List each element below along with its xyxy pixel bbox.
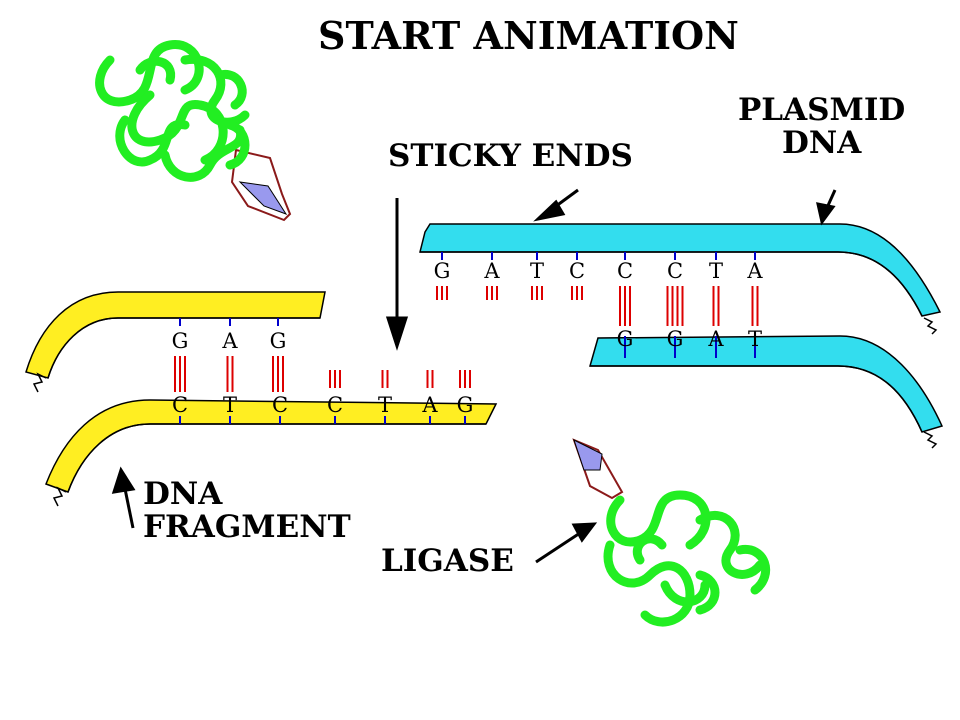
plasmid-top-base: G [434, 259, 451, 283]
start-animation-button[interactable]: START ANIMATION [318, 13, 739, 58]
plasmid-top-base: C [569, 259, 585, 283]
plasmid-label-line2: DNA [781, 124, 862, 161]
ligase-arrow [535, 531, 581, 564]
plasmid-top-base: A [483, 259, 500, 283]
fragment-bottom-base: T [378, 393, 392, 417]
annotation-arrows [111, 188, 837, 564]
hydrogen-bonds [174, 286, 759, 392]
plasmid-bottom-base: T [748, 327, 762, 351]
fragment-bottom-base: T [223, 393, 237, 417]
ligase-enzyme-icon [572, 438, 771, 627]
plasmid-bottom-base: A [707, 327, 724, 351]
plasmid-label-line1: PLASMID [738, 92, 906, 128]
sticky-ends-label: STICKY ENDS [388, 138, 633, 174]
plasmid-top-base: C [667, 259, 683, 283]
plasmid-top-base: C [617, 259, 633, 283]
fragment-bottom-base: C [327, 393, 343, 417]
plasmid-top-strand [419, 223, 942, 335]
plasmid-dna-label: PLASMID DNA [738, 94, 905, 159]
fragment-bottom-base: C [172, 393, 188, 417]
fragment-label-line1: DNA [143, 476, 223, 512]
fragment-bottom-base: A [421, 393, 438, 417]
fragment-top-base: G [172, 329, 189, 353]
plasmid-top-base: T [709, 259, 723, 283]
plasmid-bottom-base: G [617, 327, 634, 351]
dna-fragment-label: DNA FRAGMENT [143, 478, 351, 543]
plasmid-bottom-strand [589, 335, 944, 449]
fragment-bottom-base: C [272, 393, 288, 417]
ligase-label: LIGASE [381, 543, 514, 579]
fragment-top-base: A [221, 329, 238, 353]
plasmid-bottom-base: G [667, 327, 684, 351]
fragment-label-line2: FRAGMENT [143, 508, 351, 545]
fragment-bottom-base: G [457, 393, 474, 417]
fragment-top-strand [25, 291, 326, 393]
plasmid-top-base: T [530, 259, 544, 283]
fragment-bottom-strand [45, 399, 498, 507]
enzyme-top-left-icon [95, 40, 292, 222]
fragment-top-base: G [270, 329, 287, 353]
plasmid-top-base: A [746, 259, 763, 283]
